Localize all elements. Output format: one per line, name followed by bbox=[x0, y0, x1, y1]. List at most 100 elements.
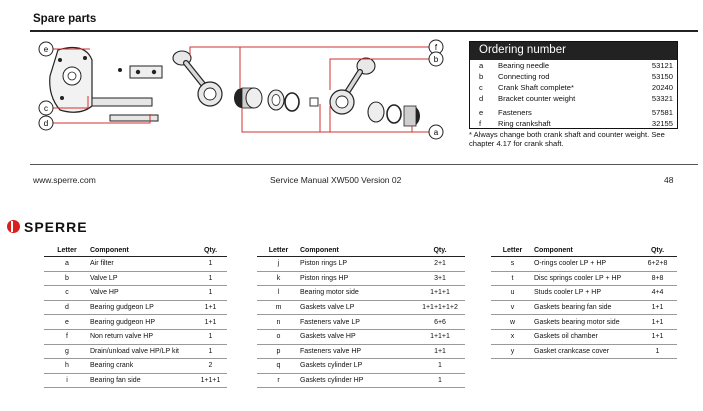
ordering-code: 53150 bbox=[651, 72, 673, 81]
row-letter: p bbox=[276, 347, 281, 355]
row-qty: 3+1 bbox=[434, 274, 446, 282]
bearing-rings-drawing bbox=[234, 87, 319, 112]
row-letter: d bbox=[65, 304, 69, 312]
section-title: Spare parts bbox=[33, 13, 97, 25]
header-component: Component bbox=[300, 247, 339, 254]
footer-rule bbox=[30, 164, 698, 165]
callout-leaders bbox=[52, 46, 429, 133]
row-component: Gaskets valve LP bbox=[300, 304, 355, 312]
row-component: Drain/unload valve HP/LP kit bbox=[90, 347, 179, 355]
row-qty: 1 bbox=[208, 347, 213, 355]
ordering-part-name: Fasteners bbox=[498, 108, 532, 117]
row-letter: r bbox=[277, 377, 280, 385]
ordering-note: * Always change both crank shaft and cou… bbox=[469, 130, 665, 148]
row-letter: m bbox=[275, 304, 282, 312]
row-letter: q bbox=[276, 362, 281, 370]
row-letter: o bbox=[276, 333, 281, 341]
row-component: Gaskets valve HP bbox=[300, 333, 356, 341]
row-component: Fasteners valve LP bbox=[300, 318, 360, 326]
ordering-code: 32155 bbox=[651, 119, 673, 128]
callout-c: c bbox=[38, 100, 54, 116]
svg-text:b: b bbox=[434, 55, 439, 64]
crankcase-cover-drawing bbox=[49, 47, 93, 113]
connecting-rod-right-drawing bbox=[329, 57, 420, 127]
row-qty: 1+1 bbox=[651, 304, 664, 312]
row-letter: n bbox=[276, 318, 281, 326]
ordering-code: 57581 bbox=[651, 108, 673, 117]
exploded-parts-diagram: e c d f b a bbox=[38, 39, 444, 140]
ordering-letter: d bbox=[479, 94, 484, 103]
header-component: Component bbox=[90, 247, 129, 254]
ordering-part-name: Crank Shaft complete* bbox=[498, 83, 574, 92]
svg-text:d: d bbox=[44, 119, 48, 128]
ordering-letter: e bbox=[479, 108, 484, 117]
row-qty: 1 bbox=[438, 377, 442, 385]
table-row: n Fasteners valve LP 6+6 bbox=[257, 315, 465, 330]
callout-e: e bbox=[38, 41, 54, 57]
row-letter: w bbox=[509, 318, 516, 326]
header-qty: Qty. bbox=[203, 247, 218, 254]
row-component: Fasteners valve HP bbox=[300, 347, 362, 355]
header-letter: Letter bbox=[502, 247, 523, 254]
ordering-title: Ordering number bbox=[470, 42, 677, 60]
row-component: Gasket crankcase cover bbox=[534, 347, 610, 355]
row-component: Bearing gudgeon LP bbox=[90, 304, 154, 312]
row-component: Non return valve HP bbox=[90, 333, 154, 341]
row-letter: x bbox=[510, 333, 515, 341]
row-qty: 1 bbox=[655, 347, 660, 355]
svg-text:a: a bbox=[434, 128, 439, 137]
header-letter: Letter bbox=[268, 247, 289, 254]
row-qty: 6+6 bbox=[434, 318, 446, 326]
row-component: Valve LP bbox=[90, 274, 118, 282]
row-letter: j bbox=[277, 260, 280, 268]
sperre-logo-icon bbox=[7, 220, 20, 233]
row-qty: 1 bbox=[208, 274, 213, 282]
row-component: Air filter bbox=[90, 260, 114, 268]
row-qty: 4+4 bbox=[651, 289, 664, 297]
row-letter: y bbox=[510, 347, 515, 355]
ordering-part-name: Ring crankshaft bbox=[498, 119, 551, 128]
row-qty: 1+1 bbox=[651, 333, 664, 341]
bracket-drawing bbox=[91, 65, 163, 122]
row-letter: e bbox=[65, 318, 69, 326]
row-qty: 2+1 bbox=[434, 260, 446, 268]
ordering-part-name: Connecting rod bbox=[498, 72, 550, 81]
row-qty: 8+8 bbox=[651, 274, 664, 282]
manual-page-excerpt: Spare parts bbox=[0, 0, 703, 185]
title-rule bbox=[30, 30, 698, 32]
row-component: Bearing fan side bbox=[90, 377, 141, 385]
ordering-letter: f bbox=[479, 119, 482, 128]
footer-page-number: 48 bbox=[664, 175, 674, 185]
row-component: Gaskets cylinder LP bbox=[300, 362, 363, 370]
row-letter: s bbox=[510, 260, 515, 268]
row-letter: f bbox=[66, 333, 68, 341]
svg-text:c: c bbox=[44, 104, 48, 113]
ordering-letter: a bbox=[479, 61, 484, 70]
svg-text:e: e bbox=[44, 45, 49, 54]
brand-name: SPERRE bbox=[24, 218, 88, 235]
row-letter: l bbox=[277, 289, 280, 297]
